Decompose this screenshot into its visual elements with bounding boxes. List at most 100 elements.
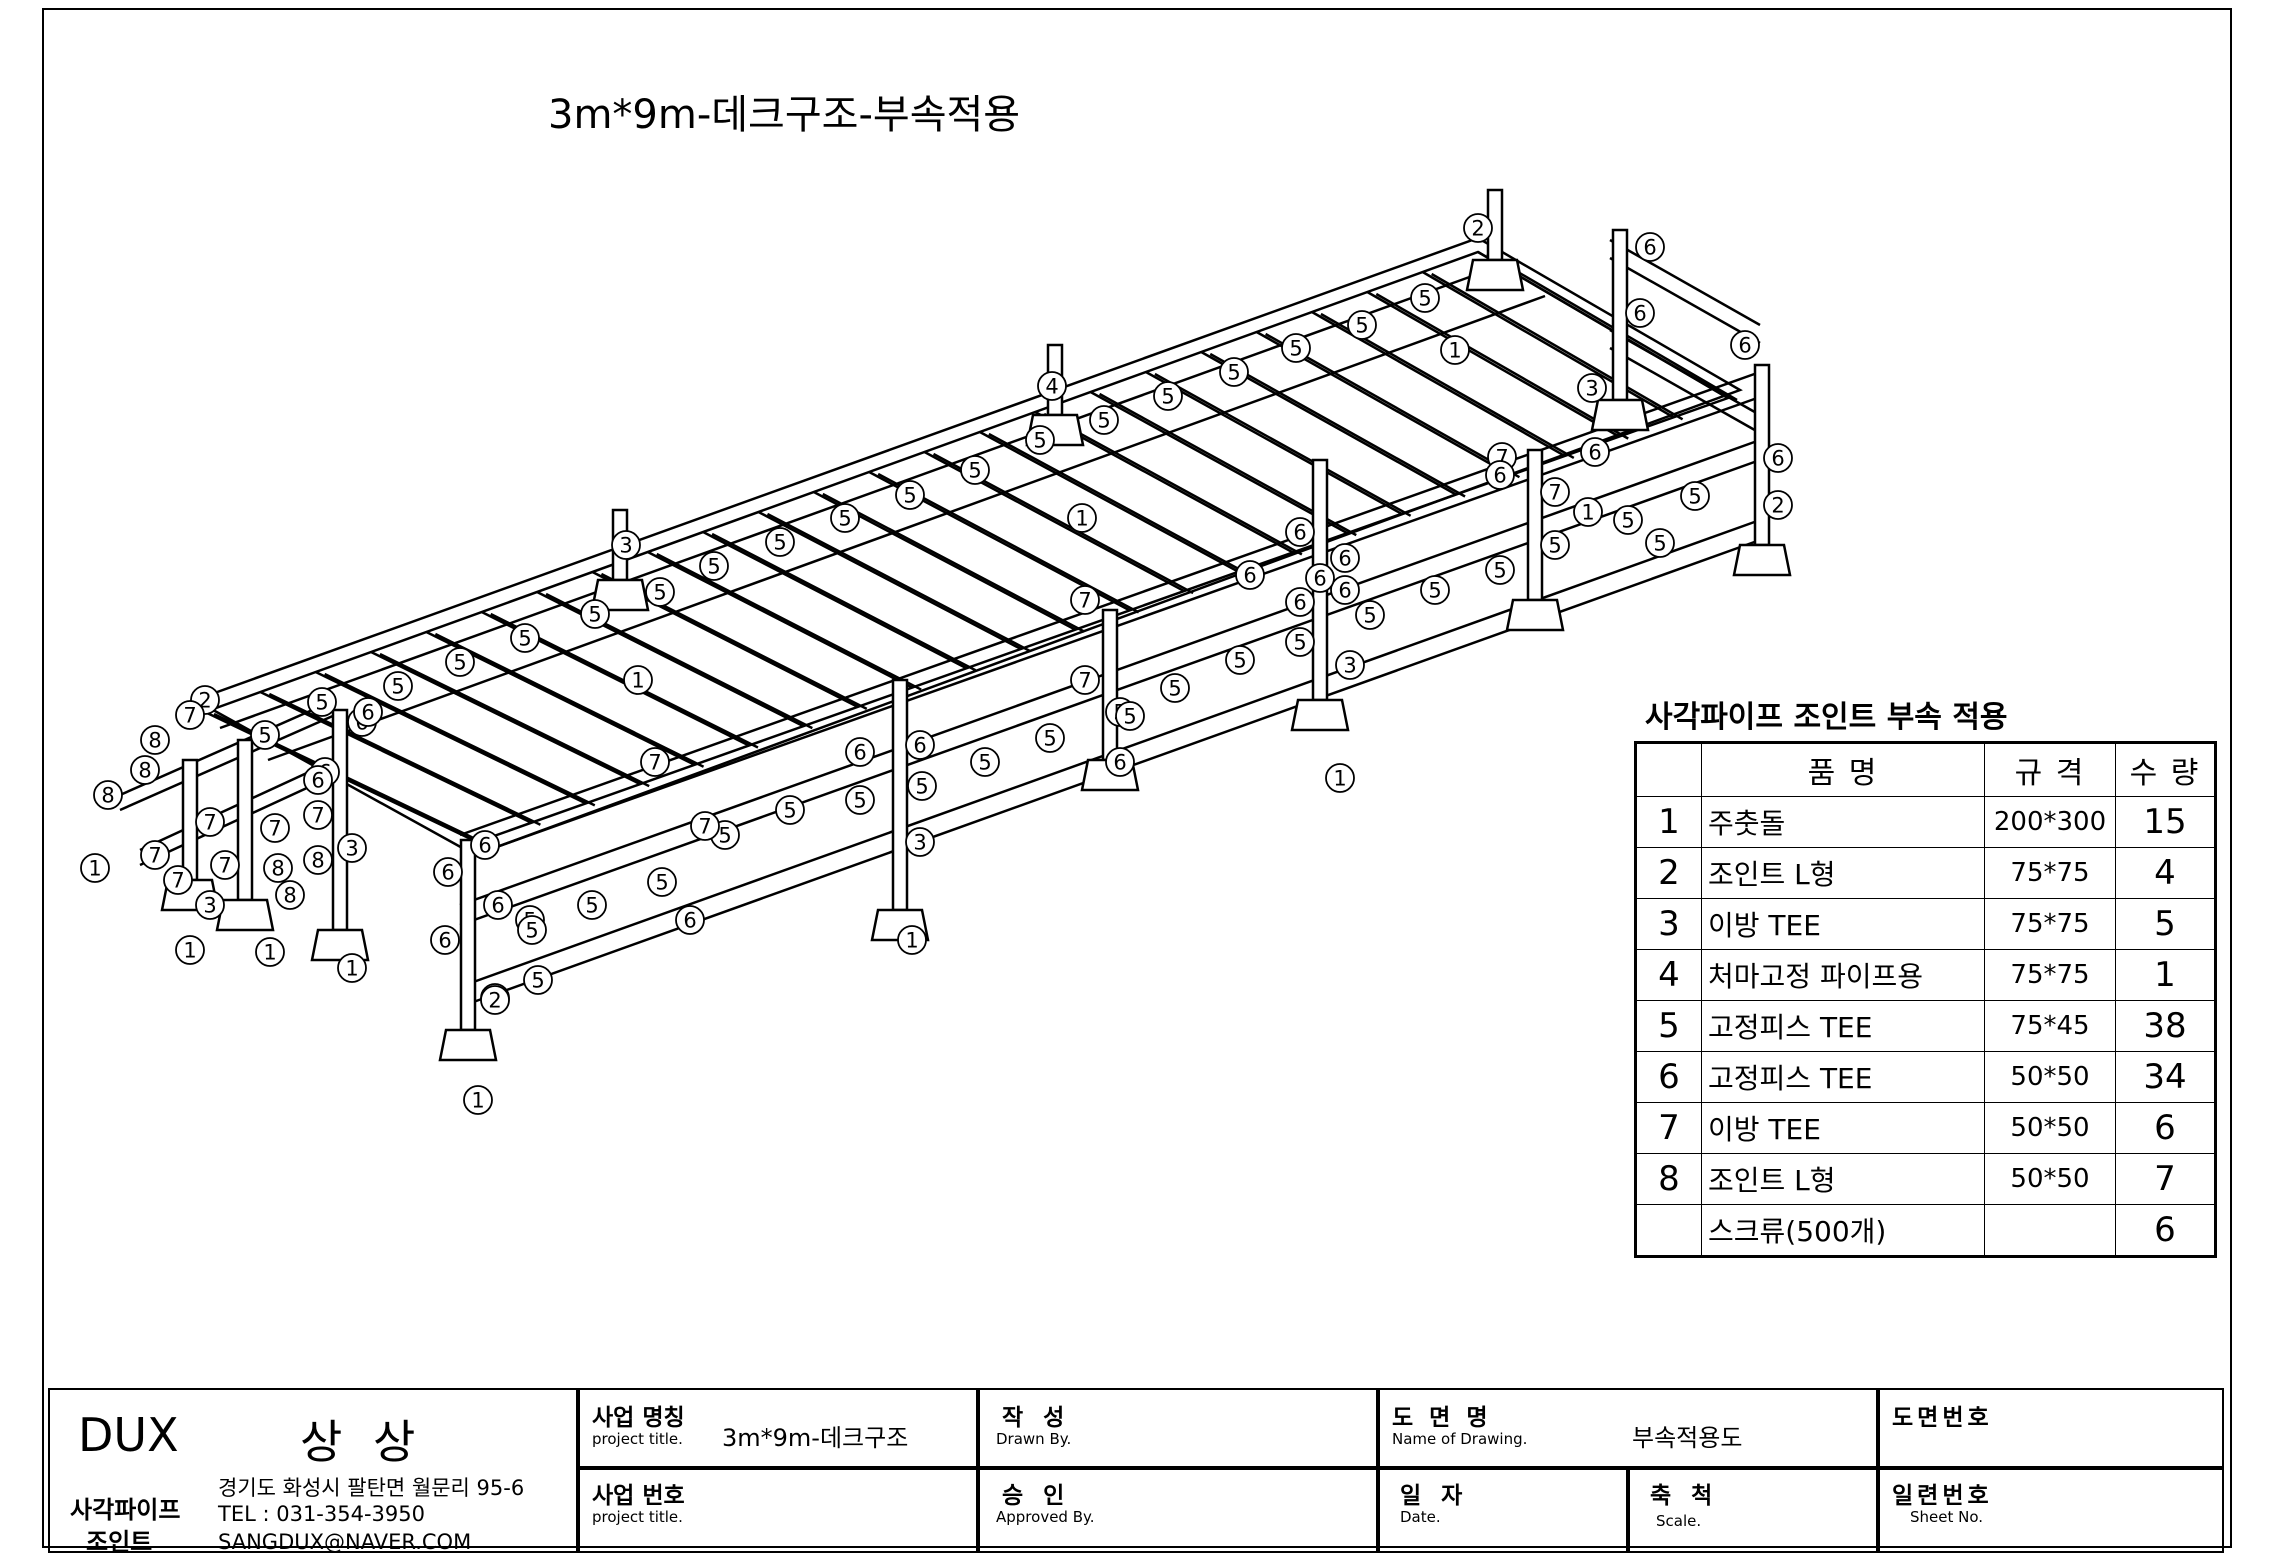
part-callout: 5: [580, 599, 610, 629]
svg-text:5: 5: [655, 871, 668, 895]
part-callout: 8: [140, 725, 170, 755]
part-callout: 6: [1580, 437, 1610, 467]
svg-text:6: 6: [1293, 521, 1306, 545]
part-callout: 1: [897, 925, 927, 955]
svg-text:1: 1: [1448, 339, 1461, 363]
title-block: DUX 상 상 사각파이프 조인트 경기도 화성시 팔탄면 월문리 95-6 T…: [48, 1388, 2224, 1556]
svg-text:3: 3: [1343, 654, 1356, 678]
approved-label-en: Approved By.: [996, 1508, 1095, 1526]
svg-text:6: 6: [853, 741, 866, 765]
svg-text:6: 6: [1493, 464, 1506, 488]
part-callout: 5: [1025, 425, 1055, 455]
part-callout: 5: [510, 623, 540, 653]
row-name: 조인트 L형: [1701, 847, 1985, 899]
row-qty: 6: [2115, 1204, 2216, 1257]
svg-text:7: 7: [648, 751, 661, 775]
part-callout: 3: [905, 827, 935, 857]
date-label: 일 자: [1400, 1483, 1469, 1509]
part-callout: 7: [195, 807, 225, 837]
deck-post: [870, 678, 930, 942]
svg-text:8: 8: [311, 849, 324, 873]
part-callout: 5: [699, 551, 729, 581]
part-callout: 6: [1330, 543, 1360, 573]
row-no: 5: [1635, 1000, 1702, 1052]
part-callout: 8: [263, 853, 293, 883]
part-callout: 6: [1285, 517, 1315, 547]
project-no-cell: 사업 번호 project title.: [578, 1468, 978, 1553]
deck-post: [1505, 448, 1565, 632]
part-callout: 5: [1613, 505, 1643, 535]
svg-text:6: 6: [311, 769, 324, 793]
row-spec: [1984, 1204, 2116, 1257]
part-callout: 1: [1067, 503, 1097, 533]
svg-text:6: 6: [1588, 441, 1601, 465]
svg-text:5: 5: [525, 919, 538, 943]
part-callout: 4: [1037, 371, 1067, 401]
sheet-no-label: 일련번호: [1892, 1483, 1993, 1509]
part-callout: 5: [383, 671, 413, 701]
part-callout: 5: [1160, 673, 1190, 703]
svg-text:6: 6: [491, 894, 504, 918]
svg-text:6: 6: [478, 834, 491, 858]
part-callout: 7: [1070, 665, 1100, 695]
svg-text:5: 5: [707, 555, 720, 579]
svg-text:5: 5: [718, 824, 731, 848]
row-qty: 1: [2115, 949, 2216, 1001]
svg-text:5: 5: [1493, 559, 1506, 583]
svg-text:6: 6: [1243, 564, 1256, 588]
company-email: SANGDUX@NAVER.COM: [218, 1530, 472, 1554]
svg-text:1: 1: [263, 941, 276, 965]
drawing-name-value: 부속적용도: [1632, 1424, 1743, 1452]
part-callout: 1: [463, 1085, 493, 1115]
svg-text:8: 8: [283, 884, 296, 908]
project-no-label: 사업 번호: [592, 1483, 685, 1509]
svg-text:5: 5: [1033, 429, 1046, 453]
table-row: 스크류(500개)6: [1635, 1204, 2216, 1257]
part-callout: 5: [517, 915, 547, 945]
row-no: [1635, 1204, 1702, 1257]
row-no: 4: [1635, 949, 1702, 1001]
brand-logo-text: DUX: [78, 1408, 179, 1462]
svg-text:5: 5: [518, 627, 531, 651]
svg-text:3: 3: [203, 894, 216, 918]
deck-joist-edge: [1043, 412, 1303, 556]
drawn-label: 작 성: [1002, 1405, 1071, 1431]
row-name: 주춧돌: [1701, 796, 1985, 848]
svg-text:1: 1: [905, 929, 918, 953]
svg-text:7: 7: [183, 704, 196, 728]
svg-text:1: 1: [1581, 501, 1594, 525]
part-callout: 5: [1680, 481, 1710, 511]
part-callout: 5: [1347, 310, 1377, 340]
svg-text:5: 5: [258, 724, 271, 748]
row-spec: 50*50: [1984, 1051, 2116, 1103]
row-name: 고정피스 TEE: [1701, 1000, 1985, 1052]
part-callout: 5: [645, 577, 675, 607]
date-label-en: Date.: [1400, 1508, 1441, 1526]
svg-text:5: 5: [1418, 287, 1431, 311]
deck-joist-edge: [1431, 272, 1684, 421]
part-callout: 5: [445, 647, 475, 677]
part-callout: 5: [1645, 528, 1675, 558]
part-callout: 5: [960, 455, 990, 485]
scale-cell: 축 척 Scale.: [1628, 1468, 1878, 1553]
svg-text:5: 5: [1123, 705, 1136, 729]
svg-text:7: 7: [311, 804, 324, 828]
svg-text:5: 5: [1653, 532, 1666, 556]
svg-text:6: 6: [1771, 447, 1784, 471]
deck-joist-edge: [1375, 292, 1629, 440]
header-spec: 규 격: [1984, 742, 2116, 797]
svg-text:5: 5: [1227, 361, 1240, 385]
svg-text:3: 3: [345, 837, 358, 861]
part-callout: 6: [433, 857, 463, 887]
svg-text:3: 3: [913, 831, 926, 855]
svg-text:5: 5: [1293, 631, 1306, 655]
part-callout: 6: [303, 765, 333, 795]
svg-text:1: 1: [345, 957, 358, 981]
part-callout: 1: [337, 953, 367, 983]
row-qty: 7: [2115, 1153, 2216, 1205]
